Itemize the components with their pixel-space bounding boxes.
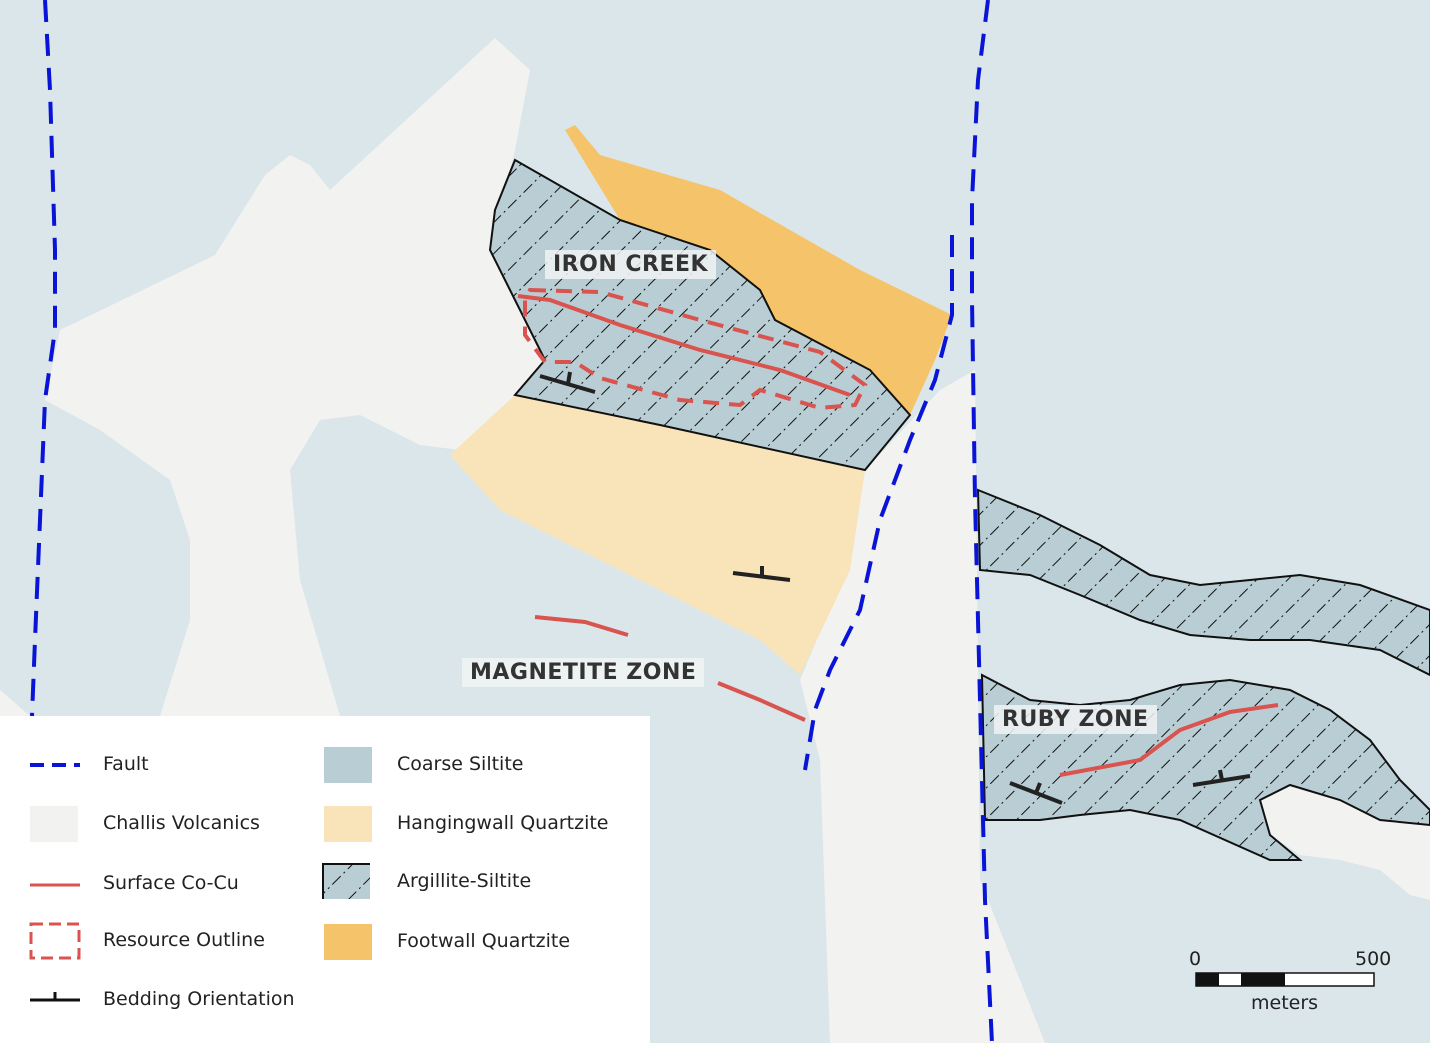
co-cu-iron-creek xyxy=(517,294,851,397)
co-cu-magnetite-1 xyxy=(534,615,629,637)
legend: Fault Challis Volcanics Surface Co-Cu Re… xyxy=(0,716,650,1043)
legend-symbols xyxy=(29,763,81,1002)
resource-outline xyxy=(523,287,868,411)
iron-creek-label: IRON CREEK xyxy=(545,250,717,279)
co-cu-ruby xyxy=(1059,703,1279,777)
fault-east xyxy=(970,0,994,1043)
legend-coarse-siltite: Coarse Siltite xyxy=(397,753,524,775)
legend-hangingwall-quartzite: Hangingwall Quartzite xyxy=(397,812,609,834)
bedding-symbol xyxy=(1009,781,1063,805)
magnetite-zone-label: MAGNETITE ZONE xyxy=(462,658,705,687)
scale-max: 500 xyxy=(1355,948,1392,970)
bedding-symbol xyxy=(732,566,791,582)
scale-bar-graphic xyxy=(1195,972,1375,987)
legend-resource-outline: Resource Outline xyxy=(103,929,265,951)
legend-footwall-quartzite: Footwall Quartzite xyxy=(397,930,571,952)
argillite-ruby-upper xyxy=(976,488,1430,677)
legend-challis-volcanics: Challis Volcanics xyxy=(103,812,260,834)
fault-west xyxy=(30,0,57,717)
hangingwall-quartzite xyxy=(450,395,865,675)
legend-argillite-siltite: Argillite-Siltite xyxy=(397,870,532,892)
volcanics-legend-icon xyxy=(30,806,78,842)
co-cu-magnetite-2 xyxy=(717,681,806,722)
bedding-symbol xyxy=(1192,769,1251,787)
challis-volcanics-central xyxy=(800,370,1045,1043)
legend-bedding-orientation: Bedding Orientation xyxy=(103,988,295,1010)
hangingwall-swatch xyxy=(324,806,372,842)
fault-central xyxy=(803,235,954,771)
bedding-symbol xyxy=(539,371,596,394)
resource-outline-legend-icon xyxy=(29,922,81,960)
footwall-swatch xyxy=(324,924,372,960)
scale-min: 0 xyxy=(1189,948,1202,970)
legend-fault: Fault xyxy=(103,753,149,775)
argillite-iron-creek xyxy=(488,158,912,472)
footwall-quartzite xyxy=(565,125,952,415)
coarse-siltite-swatch xyxy=(324,747,372,783)
ruby-zone-label: RUBY ZONE xyxy=(994,705,1157,734)
legend-surface-co-cu: Surface Co-Cu xyxy=(103,872,239,894)
challis-volcanics-east xyxy=(1260,785,1430,900)
argillite-swatch xyxy=(322,863,370,899)
challis-volcanics-west xyxy=(0,38,545,716)
bedding-legend-icon xyxy=(30,992,80,1002)
scale-unit: meters xyxy=(1251,992,1319,1014)
